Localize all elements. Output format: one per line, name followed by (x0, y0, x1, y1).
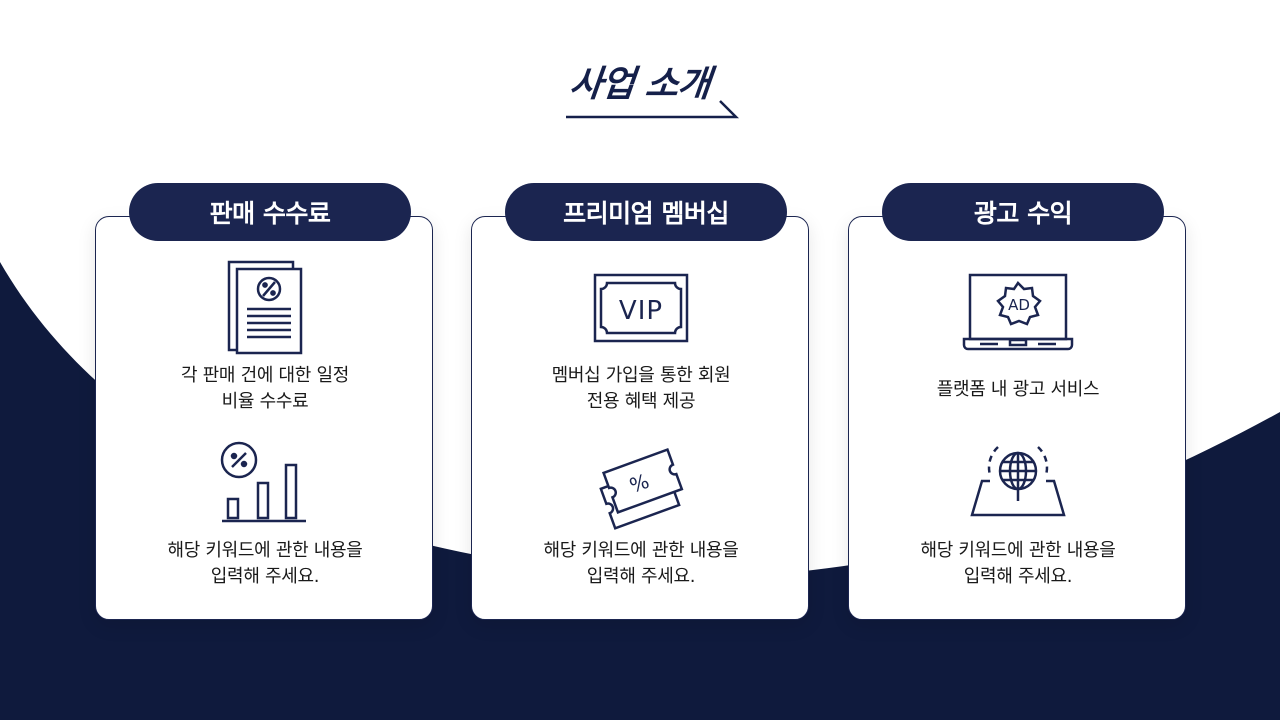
description-line: 플랫폼 내 광고 서비스 (936, 379, 1100, 400)
card-description: 해당 키워드에 관한 내용을 입력해 주세요. (849, 538, 1187, 590)
description-line: 해당 키워드에 관한 내용을 (543, 540, 739, 561)
title-underline (566, 100, 740, 119)
card-premium-membership: 프리미엄 멤버십 VIP 멤버십 가입을 통한 회원 전용 혜택 제공 % 해당… (471, 183, 810, 620)
card-header: 광고 수익 (882, 183, 1164, 241)
card-description: 해당 키워드에 관한 내용을 입력해 주세요. (472, 538, 810, 590)
description-line: 비율 수수료 (221, 391, 309, 412)
card-header: 판매 수수료 (129, 183, 411, 241)
ad-laptop-icon: AD (849, 273, 1187, 353)
card-header: 프리미엄 멤버십 (505, 183, 787, 241)
description-line: 입력해 주세요. (210, 566, 320, 587)
card-description: 해당 키워드에 관한 내용을 입력해 주세요. (96, 538, 434, 590)
description-line: 입력해 주세요. (586, 566, 696, 587)
description-line: 멤버십 가입을 통한 회원 (551, 365, 731, 386)
percent-document-icon (96, 259, 434, 355)
vip-ticket-icon: VIP (472, 273, 810, 345)
description-line: 입력해 주세요. (963, 566, 1073, 587)
description-line: 각 판매 건에 대한 일정 (180, 365, 350, 386)
percent-bar-chart-icon (96, 441, 434, 525)
card-ad-revenue: 광고 수익 AD 플랫폼 내 광고 서비스 해당 키워드에 관 (848, 183, 1187, 620)
description-line: 해당 키워드에 관한 내용을 (920, 540, 1116, 561)
vip-label: VIP (619, 296, 663, 326)
description-line: 전용 혜택 제공 (586, 391, 696, 412)
globe-map-icon (849, 445, 1187, 521)
ad-label: AD (1008, 296, 1030, 314)
card-description: 멤버십 가입을 통한 회원 전용 혜택 제공 (472, 363, 810, 415)
card-sales-commission: 판매 수수료 각 판매 건에 대한 일정 비율 수수료 (95, 183, 434, 620)
discount-coupon-icon: % (472, 445, 810, 531)
card-description: 각 판매 건에 대한 일정 비율 수수료 (96, 363, 434, 415)
card-description: 플랫폼 내 광고 서비스 (849, 377, 1187, 403)
description-line: 해당 키워드에 관한 내용을 (167, 540, 363, 561)
